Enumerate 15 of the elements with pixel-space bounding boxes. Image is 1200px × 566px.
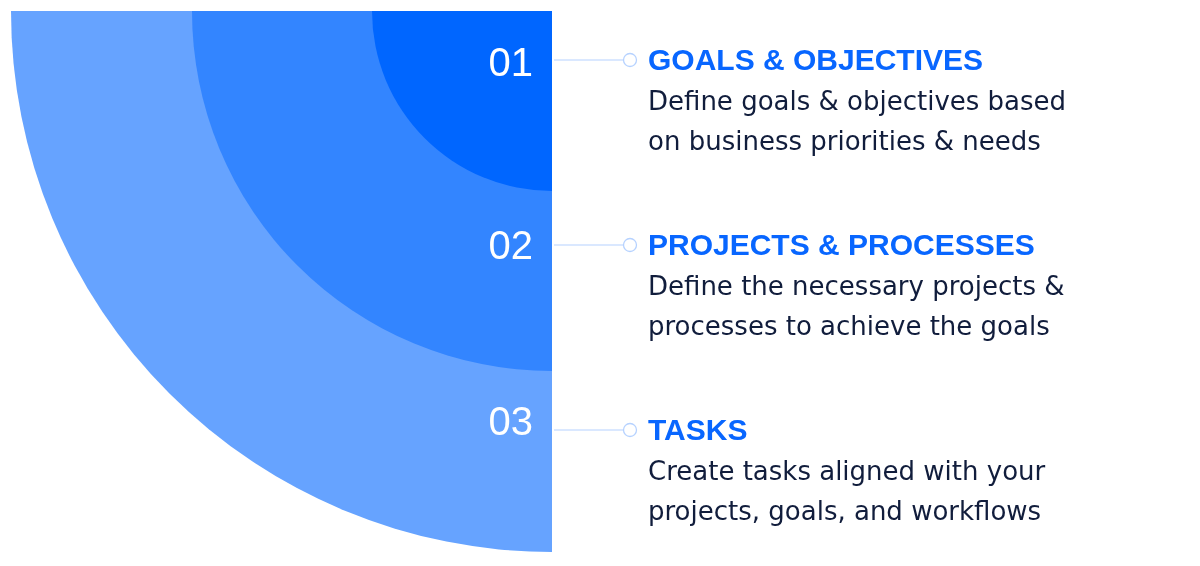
step-description: Define the necessary projects & processes to achieve the goals — [648, 270, 1066, 343]
step-number: 03 — [488, 400, 533, 442]
step-description: Create tasks aligned with your projects, goals, and workflows — [648, 455, 1047, 528]
step-number: 01 — [488, 41, 533, 83]
quarter-circle-segment — [192, 11, 552, 371]
step-number: 02 — [488, 224, 533, 266]
step-heading: GOALS & OBJECTIVES — [648, 42, 985, 78]
step-heading: PROJECTS & PROCESSES — [648, 227, 1036, 263]
leader-line — [553, 422, 638, 438]
leader-line — [553, 237, 638, 253]
quarter-circle-segment — [372, 11, 552, 191]
step-heading: TASKS — [648, 412, 749, 448]
quarter-circle-segment — [11, 11, 552, 552]
step-description: Define goals & objectives based on business priorities & needs — [648, 85, 1068, 158]
leader-line — [553, 52, 638, 68]
